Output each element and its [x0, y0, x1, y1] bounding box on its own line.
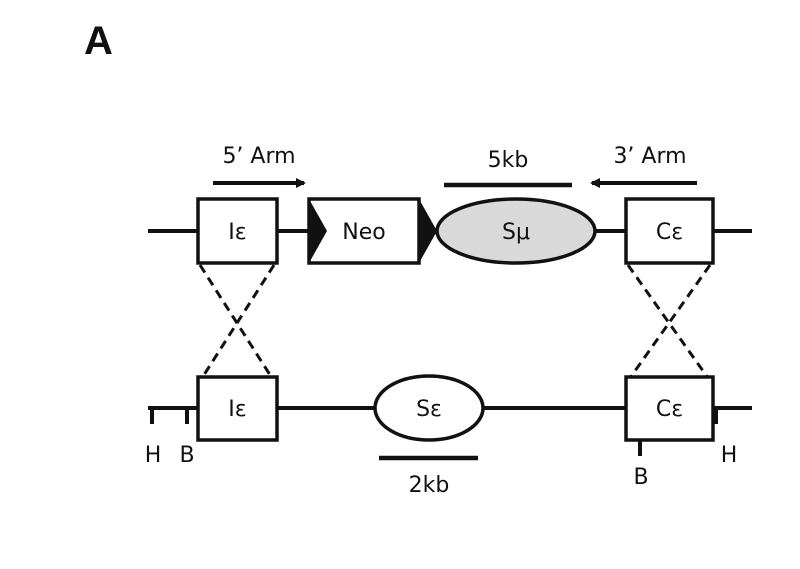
neo-label: Neo: [342, 220, 385, 245]
site-b-left-label: B: [179, 443, 194, 468]
smu-label: Sμ: [502, 220, 530, 245]
neo-cassette: [307, 197, 421, 265]
construct-ie-label: Iε: [228, 220, 246, 245]
crossover-line: [198, 264, 274, 379]
crossover-left: [198, 264, 276, 379]
crossover-line: [626, 264, 710, 379]
smu-ellipse: [435, 197, 597, 265]
loxp-left-icon: [309, 199, 327, 263]
panel-label: A: [84, 19, 113, 63]
locus-size-label: 2kb: [409, 473, 450, 498]
site-h-left-label: H: [145, 443, 162, 468]
se-ellipse: [373, 374, 485, 442]
construct-ie-box: [196, 197, 279, 265]
arm-3-label: 3’ Arm: [613, 144, 686, 169]
locus-ce-label: Cε: [656, 397, 683, 422]
crossover-line: [628, 264, 712, 379]
se-label: Sε: [416, 397, 442, 422]
construct-size-label: 5kb: [488, 148, 529, 173]
locus-ie-label: Iε: [228, 397, 246, 422]
locus-ie-box: [196, 375, 279, 442]
site-h-right-label: H: [721, 443, 738, 468]
locus-ce-box: [624, 375, 715, 442]
site-b-right-label: B: [633, 465, 648, 490]
arm-5-label: 5’ Arm: [222, 144, 295, 169]
crossover-line: [200, 264, 276, 379]
loxp-right-icon: [419, 199, 437, 263]
targeting-construct: 5’ Arm 5kb 3’ Arm Iε Neo Sμ Cε: [148, 144, 752, 265]
construct-ce-box: [624, 197, 715, 265]
genomic-locus: Iε Sε Cε 2kb H B B H: [145, 374, 752, 498]
construct-ce-label: Cε: [656, 220, 683, 245]
crossover-right: [626, 264, 712, 379]
